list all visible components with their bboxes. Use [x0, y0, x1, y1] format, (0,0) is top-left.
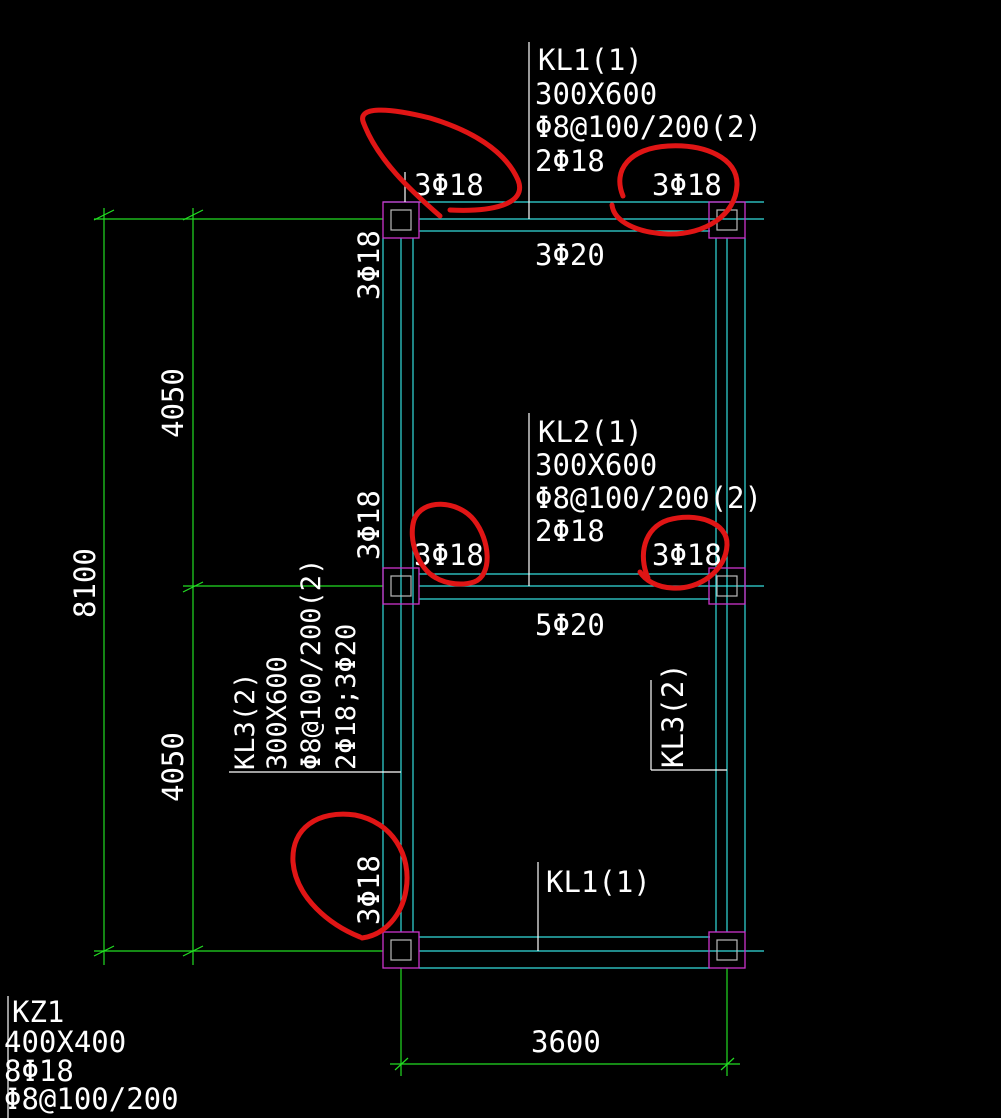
- dim-width: 3600: [531, 1025, 601, 1059]
- columns: [382, 201, 746, 969]
- column-bottom-left: [382, 931, 420, 969]
- kl1-bottom-name: KL1(1): [546, 865, 651, 899]
- kz1-bars: 8Φ18: [4, 1054, 74, 1088]
- column-bottom-right: [708, 931, 746, 969]
- kl3-left-name: KL3(2): [230, 672, 261, 770]
- bar-left-upper: 3Φ18: [352, 230, 386, 300]
- kz1-name: KZ1: [12, 995, 64, 1029]
- kl2-label: KL2(1) 300X600 Φ8@100/200(2) 2Φ18: [535, 415, 762, 548]
- kl1-top-size: 300X600: [535, 77, 657, 111]
- kl3-right-name: KL3(2): [656, 663, 690, 768]
- kz1-label: KZ1 400X400 8Φ18 Φ8@100/200: [4, 995, 179, 1116]
- kl1-top-stirrup: Φ8@100/200(2): [535, 110, 762, 144]
- dim-lower: 4050: [156, 732, 190, 802]
- markup-circle-left-lower: [290, 811, 410, 941]
- dim-total: 8100: [68, 548, 102, 618]
- kl3-left-label: KL3(2) 300X600 Φ8@100/200(2) 2Φ18;3Φ20: [230, 559, 362, 770]
- red-markup: [290, 107, 740, 941]
- kl1-top-label: KL1(1) 300X600 Φ8@100/200(2) 2Φ18: [535, 43, 762, 178]
- kl1-top-top-bar: 2Φ18: [535, 144, 605, 178]
- column-top-left: [382, 201, 420, 239]
- column-mid-right: [708, 567, 746, 605]
- kz1-size: 400X400: [4, 1025, 126, 1059]
- kl2-top-bar: 2Φ18: [535, 514, 605, 548]
- bar-mid-right: 3Φ18: [652, 538, 722, 572]
- markup-circle-top-left: [360, 107, 523, 219]
- markup-circle-mid-left: [409, 501, 490, 587]
- bar-top-left: 3Φ18: [414, 168, 484, 202]
- bar-top-beam-bottom: 3Φ20: [535, 238, 605, 272]
- dim-upper: 4050: [156, 368, 190, 438]
- bar-left-mid: 3Φ18: [352, 490, 386, 560]
- kl3-left-bars: 2Φ18;3Φ20: [331, 624, 362, 770]
- kl2-size: 300X600: [535, 448, 657, 482]
- kl3-left-size: 300X600: [262, 656, 293, 770]
- bar-top-right: 3Φ18: [652, 168, 722, 202]
- bar-mid-beam-bottom: 5Φ20: [535, 608, 605, 642]
- kl1-top-name: KL1(1): [538, 43, 643, 77]
- markup-circle-top-right: [609, 143, 740, 237]
- bar-left-lower: 3Φ18: [352, 855, 386, 925]
- beam-outlines: [382, 201, 764, 969]
- kz1-stirrup: Φ8@100/200: [4, 1082, 179, 1116]
- column-top-right: [708, 201, 746, 239]
- kl2-name: KL2(1): [538, 415, 643, 449]
- leader-lines: [7, 42, 727, 1118]
- markup-circle-mid-right: [637, 514, 730, 591]
- kl2-stirrup: Φ8@100/200(2): [535, 481, 762, 515]
- kl3-left-stirrup: Φ8@100/200(2): [296, 559, 327, 770]
- column-mid-left: [382, 567, 420, 605]
- dimension-lines: [93, 208, 740, 1076]
